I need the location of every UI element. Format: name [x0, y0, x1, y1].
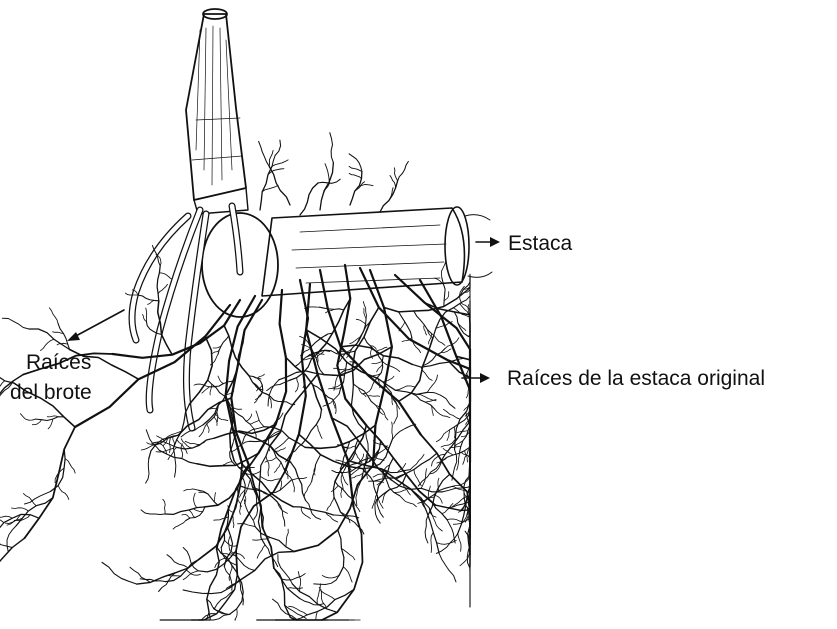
sprout-stem	[186, 9, 248, 214]
cutting-stake	[262, 207, 492, 296]
arrow-raices-brote	[67, 310, 124, 341]
label-estaca: Estaca	[508, 230, 572, 257]
label-raices-brote-line2: del brote	[10, 379, 92, 406]
label-raices-brote-line1: Raíces	[26, 349, 91, 376]
sprout-roots	[132, 206, 240, 428]
arrow-estaca	[476, 237, 500, 247]
label-raices-estaca: Raíces de la estaca original	[507, 365, 765, 392]
